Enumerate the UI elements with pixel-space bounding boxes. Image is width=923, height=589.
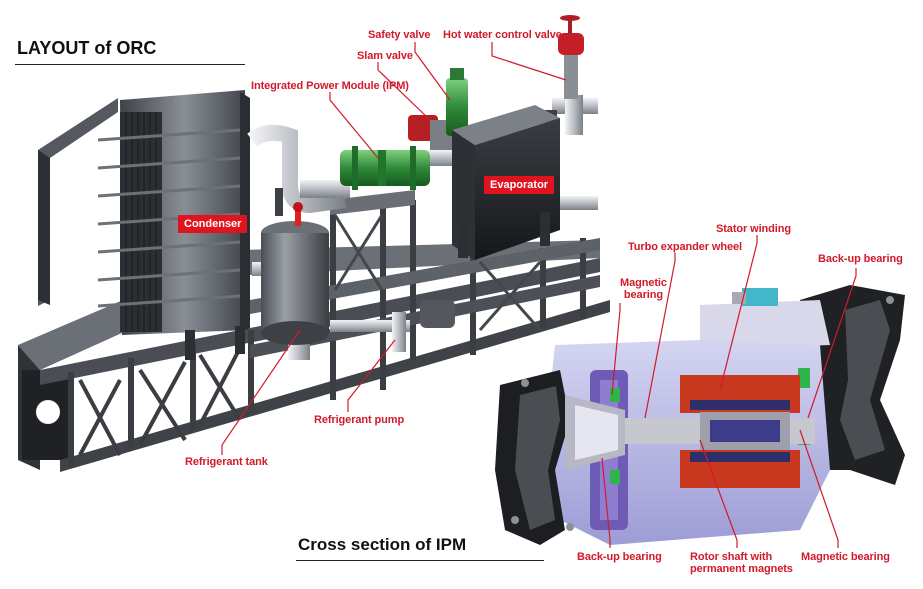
turbo-expander-wheel-label: Turbo expander wheel <box>628 241 742 253</box>
ipm-cross-section <box>495 285 905 545</box>
orc-valves <box>408 15 584 150</box>
orc-leader-lines <box>221 42 567 455</box>
hot-water-control-valve-label: Hot water control valve <box>443 29 562 41</box>
ipm-label: Integrated Power Module (IPM) <box>251 80 409 92</box>
slam-valve-label: Slam valve <box>357 50 413 62</box>
evaporator-tag: Evaporator <box>484 176 555 194</box>
cross-section-heading-rule <box>296 560 544 561</box>
backup-bearing-right-label: Back-up bearing <box>818 253 903 265</box>
ipm-module <box>340 146 430 190</box>
rotor-shaft-label: Rotor shaft with permanent magnets <box>690 551 793 575</box>
refrigerant-pump-label: Refrigerant pump <box>314 414 405 426</box>
layout-heading-rule <box>15 64 245 65</box>
refrigerant-tank <box>261 202 329 345</box>
safety-valve-label: Safety valve <box>368 29 431 41</box>
cross-section-heading: Cross section of IPM <box>298 535 467 554</box>
condenser-tag: Condenser <box>178 215 248 233</box>
layout-heading: LAYOUT of ORC <box>17 38 157 58</box>
ipm-leader-lines <box>601 235 857 548</box>
refrigerant-tank-label: Refrigerant tank <box>185 456 268 468</box>
condenser-unit <box>97 90 250 360</box>
magnetic-bearing-bottom-label: Magnetic bearing <box>801 551 890 563</box>
backup-bearing-bottom-label: Back-up bearing <box>577 551 662 563</box>
magnetic-bearing-left-label: Magnetic bearing <box>620 277 667 301</box>
stator-winding-label: Stator winding <box>716 223 791 235</box>
